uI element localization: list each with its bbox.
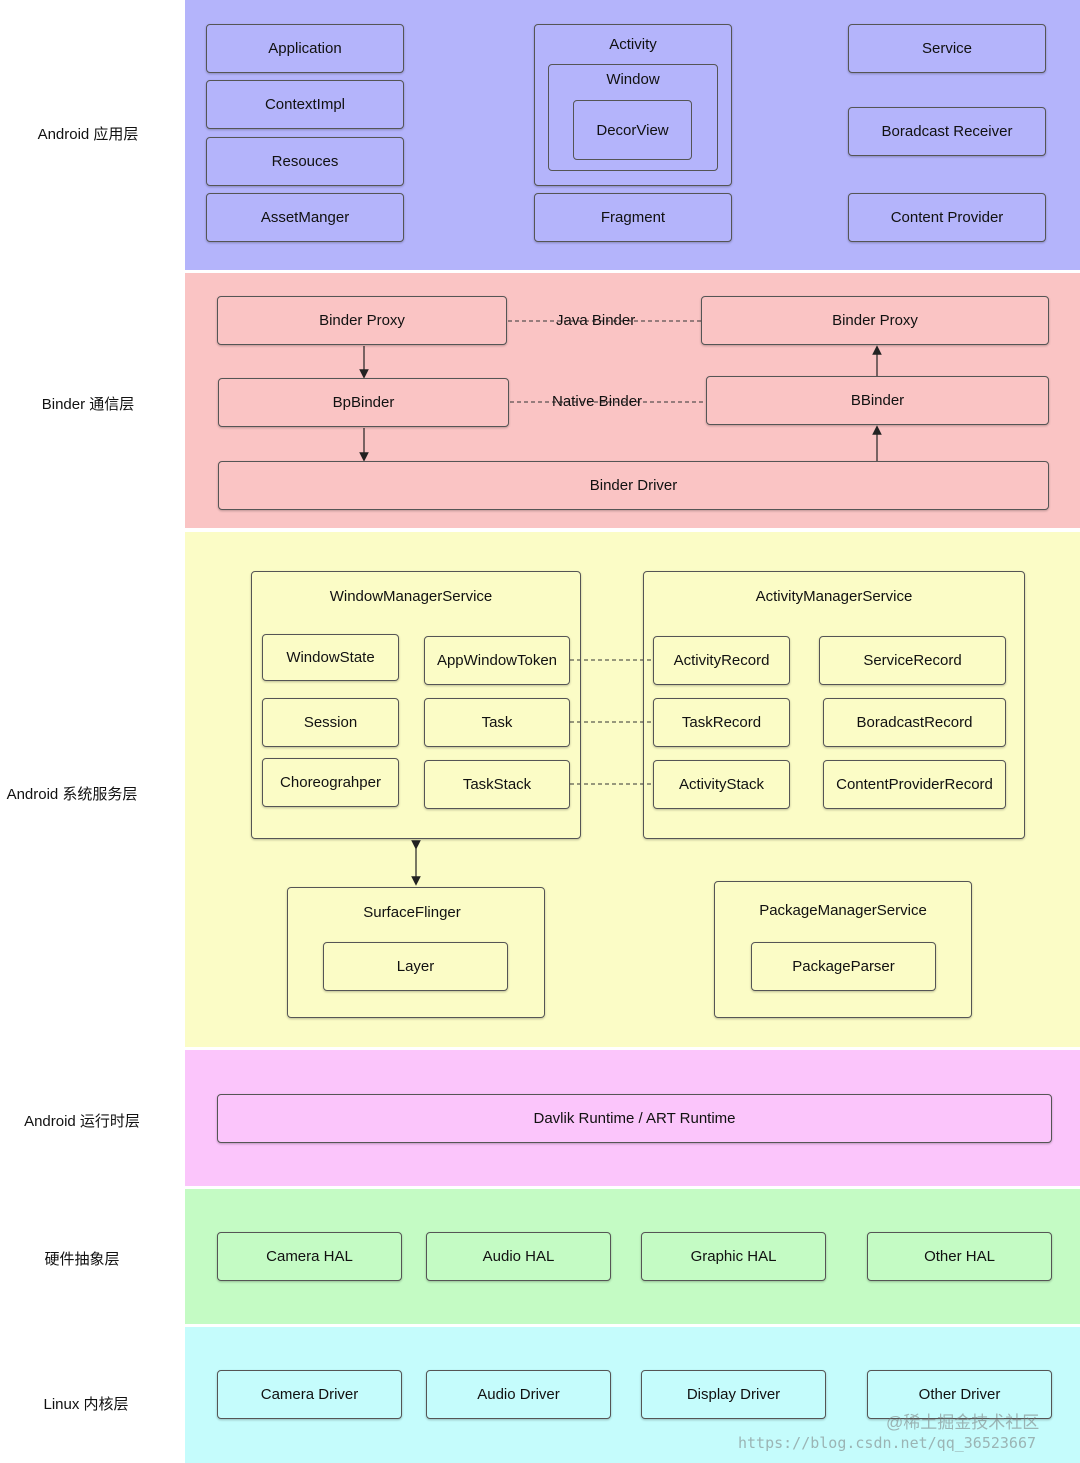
- bpbinder-box: BpBinder: [218, 378, 509, 427]
- activityrecord-box: ActivityRecord: [653, 636, 790, 685]
- binder-proxy-left-box: Binder Proxy: [217, 296, 507, 345]
- layer-box: Layer: [323, 942, 508, 991]
- content-provider-box: Content Provider: [848, 193, 1046, 242]
- decorview-box: DecorView: [573, 100, 692, 160]
- windowstate-box: WindowState: [262, 634, 399, 681]
- resources-box: Resouces: [206, 137, 404, 186]
- camera-driver-box: Camera Driver: [217, 1370, 402, 1419]
- activitystack-box: ActivityStack: [653, 760, 790, 809]
- layer-label-hal: 硬件抽象层: [44, 1251, 120, 1268]
- task-box: Task: [424, 698, 570, 747]
- layer-label-binder: Binder 通信层: [41, 396, 135, 413]
- surfaceflinger-title: SurfaceFlinger: [363, 904, 461, 921]
- window-container: Window DecorView: [548, 64, 718, 171]
- layer-label-kernel: Linux 内核层: [43, 1396, 129, 1413]
- pms-container: PackageManagerService: [714, 881, 972, 1018]
- other-driver-box: Other Driver: [867, 1370, 1052, 1419]
- activity-container: Activity Window DecorView: [534, 24, 732, 186]
- choreographer-box: Choreograhper: [262, 758, 399, 807]
- ams-title: ActivityManagerService: [755, 588, 913, 605]
- java-binder-label: Java Binder: [556, 312, 636, 329]
- packageparser-box: PackageParser: [751, 942, 936, 991]
- native-binder-label: Native Binder: [552, 393, 643, 410]
- taskstack-box: TaskStack: [424, 760, 570, 809]
- wms-container: WindowManagerService: [251, 571, 581, 839]
- fragment-box: Fragment: [534, 193, 732, 242]
- layer-label-runtime: Android 运行时层: [24, 1113, 140, 1130]
- surfaceflinger-container: SurfaceFlinger: [287, 887, 545, 1018]
- ams-container: ActivityManagerService: [643, 571, 1025, 839]
- binder-driver-box: Binder Driver: [218, 461, 1049, 510]
- pms-title: PackageManagerService: [759, 902, 927, 919]
- graphic-hal-box: Graphic HAL: [641, 1232, 826, 1281]
- system-services-layer-band: [185, 532, 1080, 1047]
- session-box: Session: [262, 698, 399, 747]
- activity-title: Activity: [609, 36, 657, 53]
- wms-title: WindowManagerService: [329, 588, 493, 605]
- other-hal-box: Other HAL: [867, 1232, 1052, 1281]
- contentproviderrecord-box: ContentProviderRecord: [823, 760, 1006, 809]
- binder-proxy-right-box: Binder Proxy: [701, 296, 1049, 345]
- servicerecord-box: ServiceRecord: [819, 636, 1006, 685]
- contextimpl-box: ContextImpl: [206, 80, 404, 129]
- audio-hal-box: Audio HAL: [426, 1232, 611, 1281]
- layer-label-system-services: Android 系统服务层: [6, 786, 138, 803]
- watermark-juejin: @稀土掘金技术社区: [886, 1413, 1040, 1432]
- appwindowtoken-box: AppWindowToken: [424, 636, 570, 685]
- window-title: Window: [606, 71, 660, 88]
- application-box: Application: [206, 24, 404, 73]
- runtime-box: Davlik Runtime / ART Runtime: [217, 1094, 1052, 1143]
- watermark-csdn: https://blog.csdn.net/qq_36523667: [738, 1434, 1037, 1452]
- layer-label-app: Android 应用层: [37, 126, 139, 143]
- service-box: Service: [848, 24, 1046, 73]
- broadcast-receiver-box: Boradcast Receiver: [848, 107, 1046, 156]
- audio-driver-box: Audio Driver: [426, 1370, 611, 1419]
- camera-hal-box: Camera HAL: [217, 1232, 402, 1281]
- display-driver-box: Display Driver: [641, 1370, 826, 1419]
- broadcastrecord-box: BoradcastRecord: [823, 698, 1006, 747]
- bbinder-box: BBinder: [706, 376, 1049, 425]
- taskrecord-box: TaskRecord: [653, 698, 790, 747]
- assetmanager-box: AssetManger: [206, 193, 404, 242]
